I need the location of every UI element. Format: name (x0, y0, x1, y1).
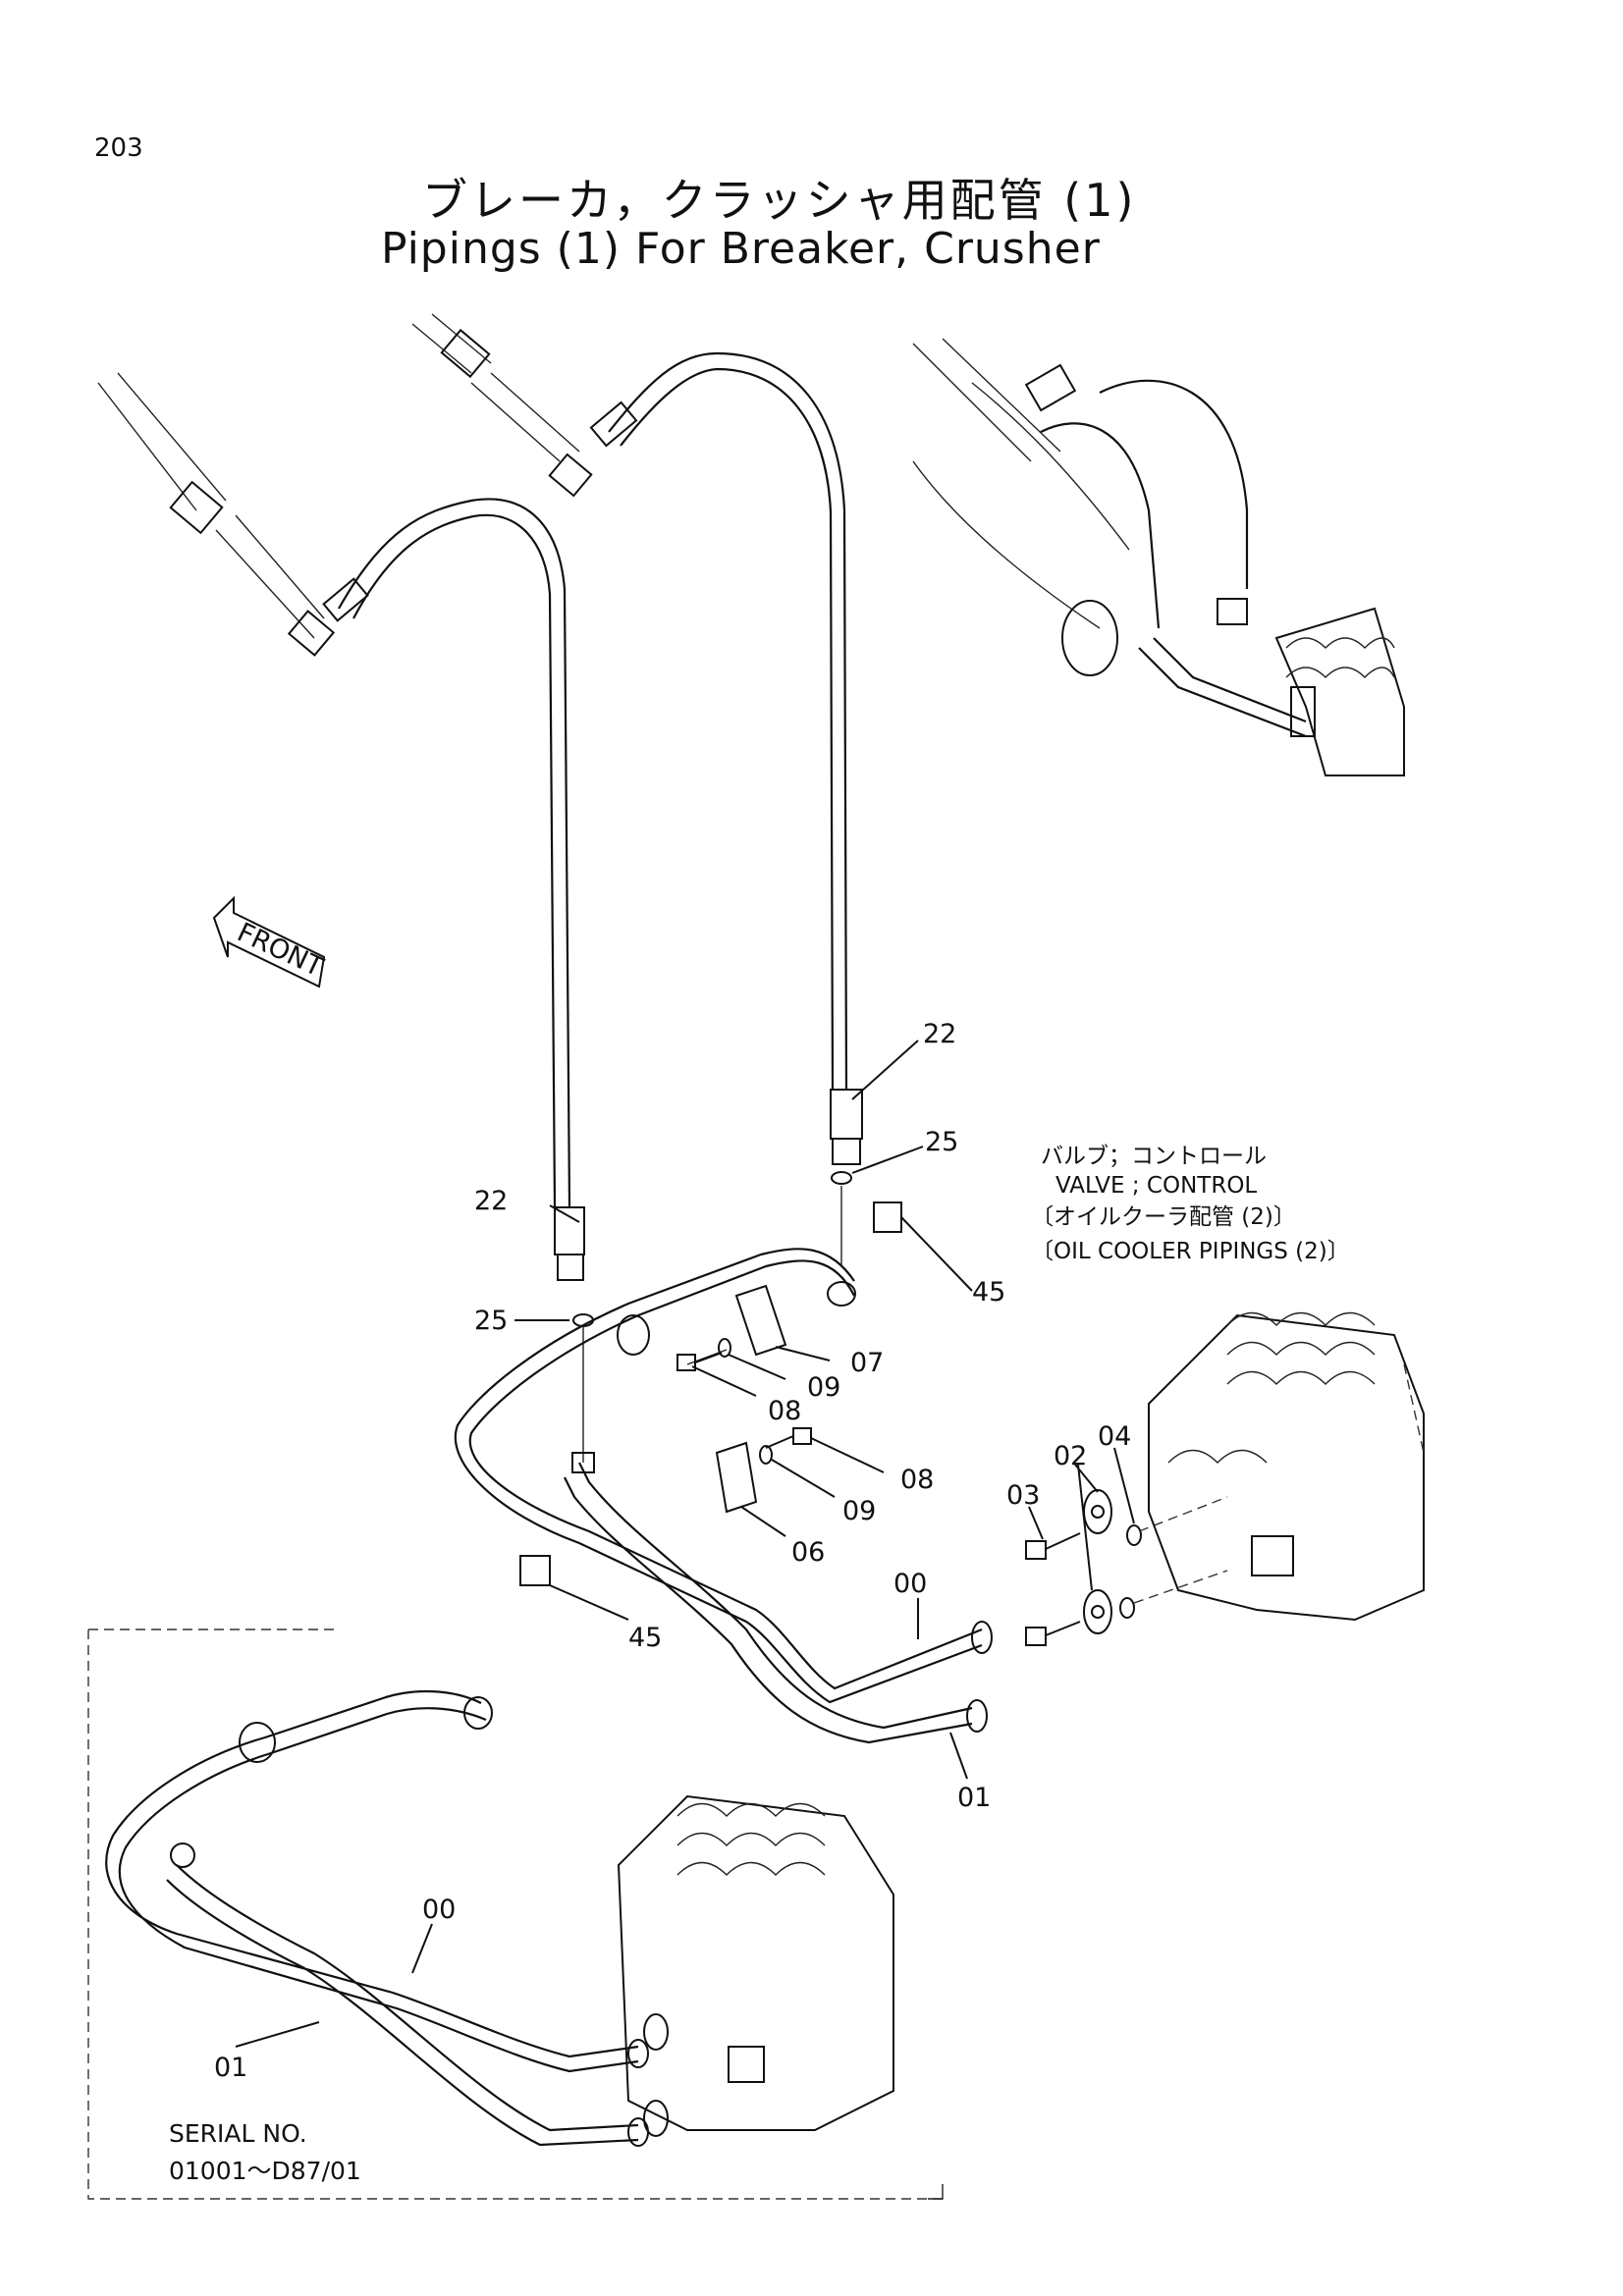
flange-02-lower (1083, 1589, 1112, 1634)
inset-pipe-assembly (105, 1689, 649, 2147)
valve-control-note: バルブ；コントロール VALVE ; CONTROL 〔オイルクーラ配管 (2)… (1031, 1144, 1350, 1264)
washer-09-upper (718, 1338, 731, 1358)
leader-lines (235, 1040, 1135, 2048)
block-45-lower (519, 1555, 551, 1586)
callout-25-right: 25 (925, 1127, 958, 1157)
callout-22-left: 22 (474, 1186, 508, 1216)
oil-cooler-note-jp: 〔オイルクーラ配管 (2)〕 (1031, 1204, 1296, 1230)
callout-07: 07 (850, 1348, 884, 1378)
clamp-06 (715, 1441, 758, 1514)
callout-00: 00 (893, 1569, 927, 1599)
block-45-upper (873, 1201, 902, 1233)
callout-01: 01 (957, 1783, 991, 1813)
callout-02: 02 (1054, 1441, 1087, 1471)
callout-45-lower: 45 (628, 1623, 662, 1653)
inset-control-valve (617, 1794, 894, 2137)
bolt-08-upper (676, 1352, 723, 1371)
boom-right-cylinder (411, 313, 593, 498)
o-ring-04-upper (1126, 1524, 1142, 1546)
callout-09-upper: 09 (807, 1372, 840, 1403)
hose-22-left (322, 498, 585, 1281)
title-japanese: ブレーカ，クラッシャ用配管 (1) (422, 174, 1137, 227)
front-direction-arrow: FRONT (212, 895, 328, 988)
page-number: 203 (94, 133, 143, 163)
bolt-08-lower (765, 1427, 812, 1449)
callout-08-lower: 08 (900, 1465, 934, 1495)
pipe-assembly-main (454, 1248, 993, 1744)
callout-03: 03 (1006, 1480, 1040, 1511)
callout-22-right: 22 (923, 1019, 956, 1049)
hose-22-right (589, 351, 863, 1165)
callout-04: 04 (1098, 1421, 1131, 1452)
washer-09-lower (759, 1445, 773, 1465)
control-valve-block (1148, 1311, 1425, 1622)
o-ring-25-right (831, 1171, 852, 1185)
flange-02-upper (1083, 1489, 1112, 1534)
callout-09-lower: 09 (842, 1496, 876, 1526)
callout-01-inset: 01 (214, 2053, 247, 2083)
valve-note-en: VALVE ; CONTROL (1055, 1173, 1257, 1199)
callout-45-right: 45 (972, 1277, 1005, 1308)
serial-number-block: SERIAL NO. 01001～D87/01 (169, 2119, 361, 2185)
oil-cooler-note-en: 〔OIL COOLER PIPINGS (2)〕 (1031, 1239, 1350, 1264)
upper-right-inset-valve (912, 338, 1405, 776)
callout-00-inset: 00 (422, 1895, 456, 1925)
o-ring-04-lower (1119, 1597, 1135, 1619)
valve-note-jp: バルブ；コントロール (1041, 1144, 1267, 1169)
callout-25-left: 25 (474, 1306, 508, 1336)
clamp-07 (686, 1284, 787, 1365)
inset-frame (87, 1629, 943, 2200)
bolt-03-upper (1025, 1532, 1081, 1560)
callout-08-upper: 08 (768, 1396, 801, 1426)
serial-range: 01001～D87/01 (169, 2157, 361, 2185)
boom-left-cylinder (97, 372, 336, 657)
bolt-03-lower (1025, 1621, 1081, 1646)
title-english: Pipings (1) For Breaker, Crusher (381, 224, 1101, 274)
front-label: FRONT (233, 917, 328, 983)
callout-06: 06 (791, 1537, 825, 1568)
serial-label: SERIAL NO. (169, 2119, 307, 2148)
